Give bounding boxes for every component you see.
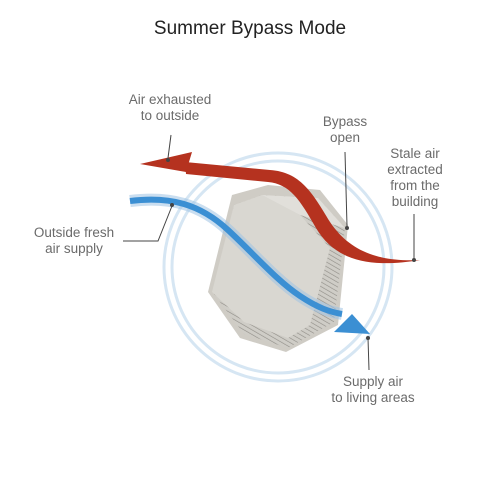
supply-air-label: Supply air to living areas <box>331 374 415 405</box>
heat-exchanger-core <box>208 185 348 352</box>
leader-lines <box>123 134 416 371</box>
exhaust-air-arrow <box>140 152 420 264</box>
outside-fresh-air-label: Outside fresh air supply <box>33 225 115 256</box>
housing-rings <box>162 151 394 383</box>
diagram-title: Summer Bypass Mode <box>153 18 347 39</box>
supply-air-arrow <box>129 193 370 334</box>
stale-air-label: Stale air extracted from the building <box>387 146 443 209</box>
bypass-open-label: Bypass open <box>322 114 368 145</box>
exhaust-air-label: Air exhausted to outside <box>128 92 212 123</box>
